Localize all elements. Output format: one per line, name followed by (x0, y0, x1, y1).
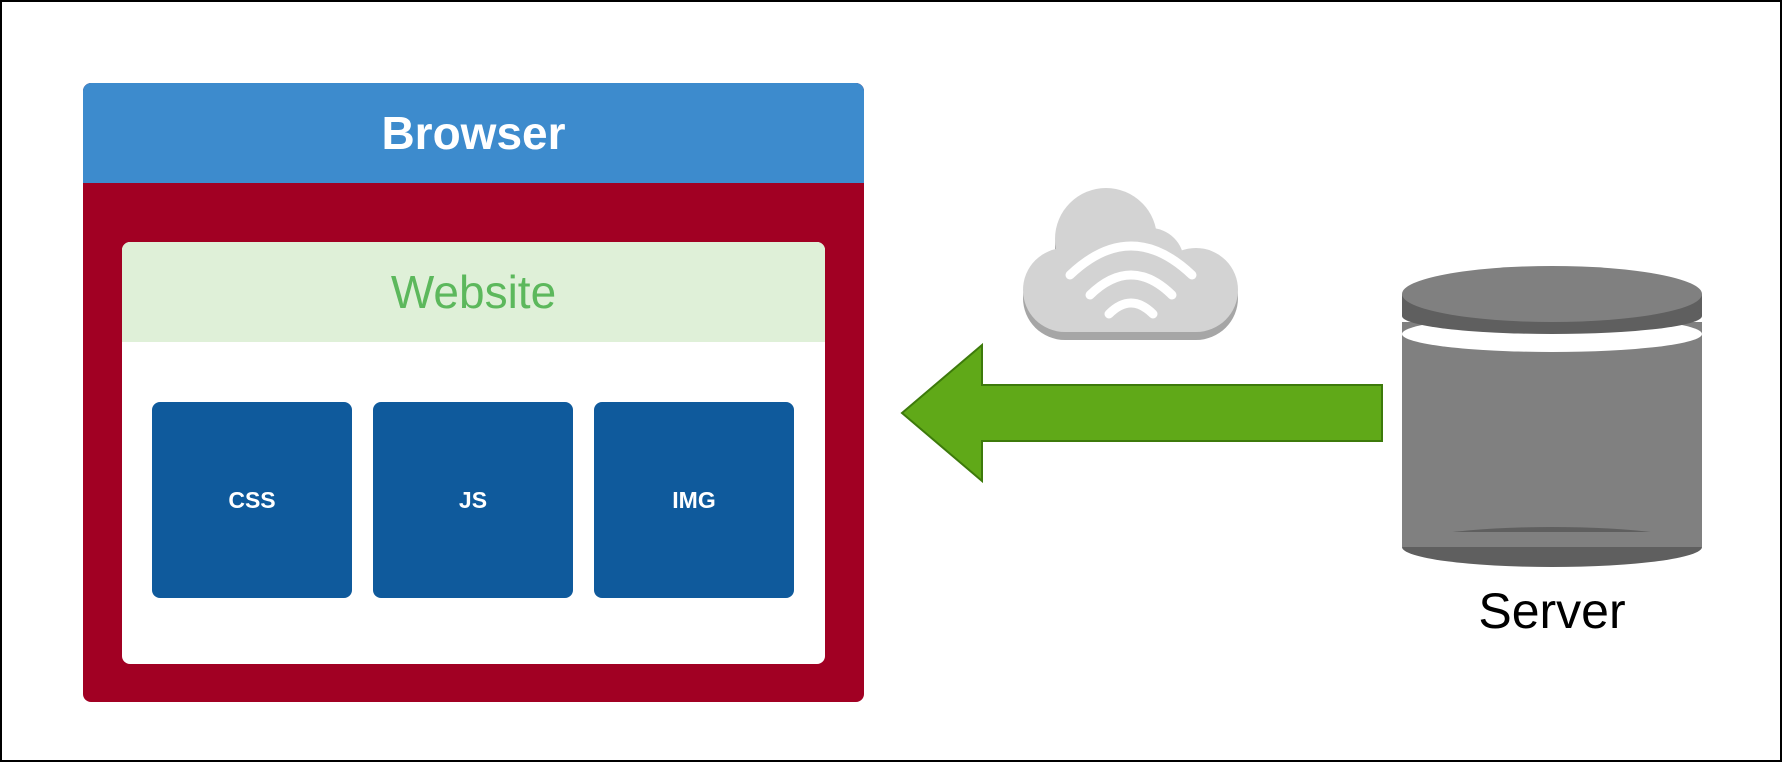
website-title: Website (122, 242, 825, 342)
website-panel: Website CSS JS IMG (122, 242, 825, 664)
browser-window: Browser Website CSS JS IMG (83, 83, 864, 702)
browser-title: Browser (83, 83, 864, 183)
asset-js: JS (373, 402, 573, 598)
arrow-left-icon (900, 342, 1383, 484)
server-label: Server (1478, 583, 1626, 639)
database-cylinder-icon (1402, 266, 1702, 567)
cloud-wifi-icon (1023, 188, 1238, 340)
asset-img: IMG (594, 402, 794, 598)
asset-css: CSS (152, 402, 352, 598)
